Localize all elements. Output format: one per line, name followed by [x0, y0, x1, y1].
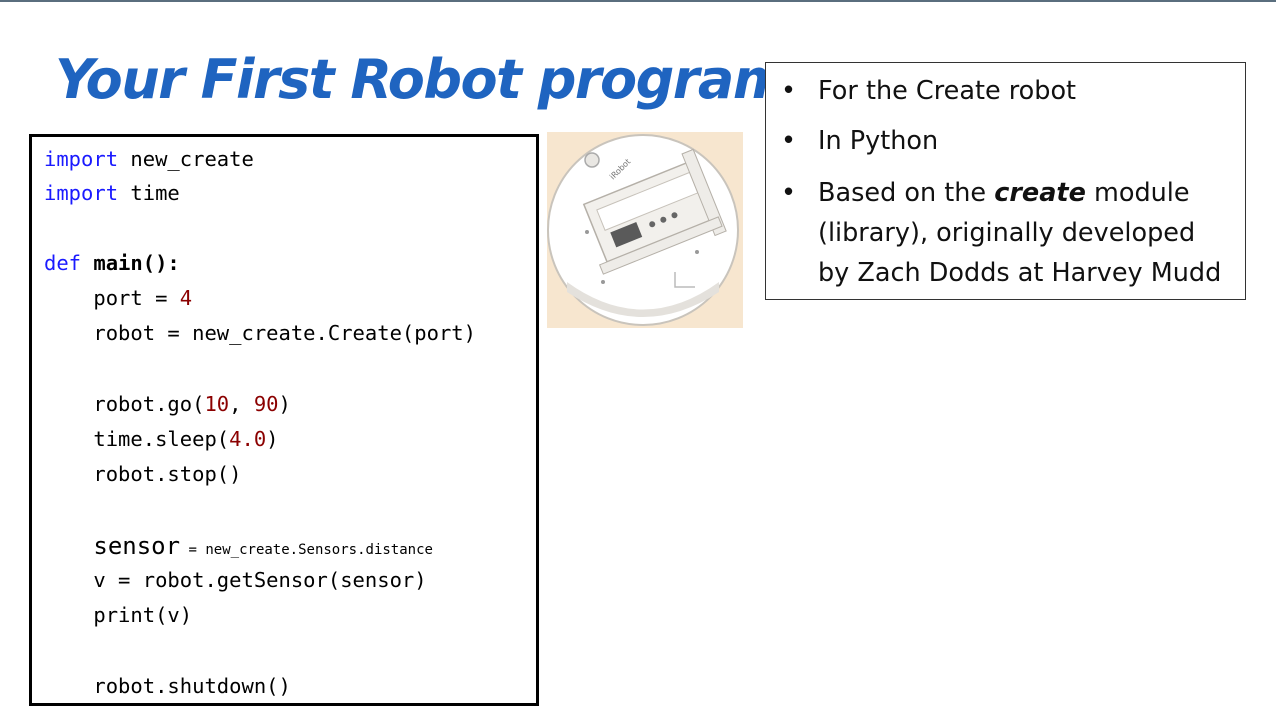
bullet-list: • For the Create robot • In Python • Bas… — [765, 62, 1246, 300]
code-line-5: robot = new_create.Create(port) — [44, 318, 476, 348]
code-line-8: robot.stop() — [44, 459, 241, 489]
code-line-11: print(v) — [44, 600, 192, 630]
code-text: time — [118, 181, 180, 205]
bullet-item-3: • Based on the create module — [766, 173, 1246, 213]
bullet-item-3-line-2: (library), originally developed — [766, 213, 1246, 253]
robot-cargo-bay — [582, 148, 727, 275]
code-text: robot = new_create.Create(port) — [44, 321, 476, 345]
robot-rim — [547, 134, 739, 326]
code-number: 10 — [204, 392, 230, 416]
bullet-text-part: module — [1085, 178, 1190, 208]
slide-title: Your First Robot program — [55, 48, 789, 111]
robot-photo: iRobot — [547, 132, 743, 328]
code-text — [81, 251, 93, 275]
code-keyword: def — [44, 251, 82, 275]
code-text: port = — [44, 286, 180, 310]
code-line-3: def main(): — [44, 248, 180, 278]
bullet-text: Based on the create module — [818, 173, 1190, 213]
code-text: time.sleep( — [44, 427, 230, 451]
bullet-text: For the Create robot — [818, 76, 1077, 106]
code-text: ) — [278, 392, 291, 416]
bullet-icon: • — [781, 76, 797, 106]
bullet-item-3-line-3: by Zach Dodds at Harvey Mudd — [766, 253, 1246, 293]
code-line-4: port = 4 — [44, 283, 192, 313]
code-text: v = robot.getSensor(sensor) — [44, 568, 427, 592]
bullet-text-part: Based on the — [818, 178, 995, 208]
code-number: 90 — [253, 392, 279, 416]
top-rule — [0, 0, 1276, 2]
code-line-9: sensor = new_create.Sensors.distance — [44, 531, 433, 561]
code-text: robot.go( — [44, 392, 205, 416]
code-line-1: import new_create — [44, 144, 254, 174]
robot-base-shadow — [567, 282, 719, 317]
bullet-item-1: • For the Create robot — [766, 71, 1246, 111]
code-text: sensor — [93, 532, 181, 560]
code-function-name: main(): — [93, 251, 180, 275]
bullet-emphasis: create — [994, 178, 1086, 208]
code-line-7: time.sleep(4.0) — [44, 424, 279, 454]
bullet-text: (library), originally developed — [818, 218, 1196, 248]
code-text: new_create — [118, 147, 254, 171]
code-keyword: import — [44, 181, 119, 205]
code-text: ) — [266, 427, 279, 451]
bullet-item-2: • In Python — [766, 121, 1246, 161]
robot-port-mark — [674, 272, 695, 288]
code-line-10: v = robot.getSensor(sensor) — [44, 565, 427, 595]
code-text: robot.shutdown() — [44, 674, 291, 698]
code-block: import new_create import time def main()… — [29, 134, 539, 706]
bullet-text: In Python — [818, 126, 939, 156]
code-text: new_create.Sensors.distance — [205, 542, 433, 558]
bullet-icon: • — [781, 126, 797, 156]
code-text: = — [180, 542, 206, 558]
bullet-text: by Zach Dodds at Harvey Mudd — [818, 258, 1222, 288]
code-text: robot.stop() — [44, 462, 242, 486]
code-number: 4.0 — [229, 427, 267, 451]
code-text: , — [229, 392, 254, 416]
bullet-icon: • — [781, 178, 797, 208]
code-line-2: import time — [44, 178, 180, 208]
robot-button — [584, 152, 600, 168]
code-number: 4 — [179, 286, 193, 310]
code-line-12: robot.shutdown() — [44, 671, 291, 701]
code-keyword: import — [44, 147, 119, 171]
code-text — [44, 535, 93, 559]
code-line-6: robot.go(10, 90) — [44, 389, 291, 419]
code-text: print(v) — [44, 603, 193, 627]
